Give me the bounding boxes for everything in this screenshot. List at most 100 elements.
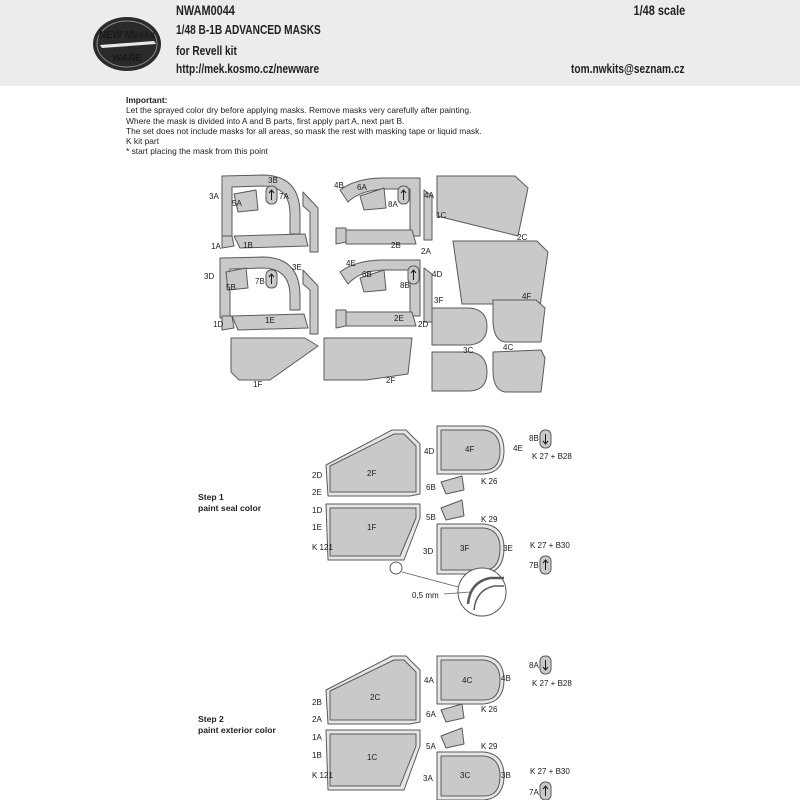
s2-k27b30: K 27 + B30 — [530, 767, 570, 776]
s1-label-1d: 1D — [312, 506, 322, 515]
label-2f: 2F — [386, 376, 395, 385]
label-4c: 4C — [503, 343, 513, 352]
step1-desc: paint seal color — [198, 503, 262, 513]
scale-label: 1/48 scale — [633, 2, 685, 18]
s1-label-4e: 4E — [513, 444, 523, 453]
mask-1c — [436, 175, 529, 237]
label-3f: 3F — [434, 296, 443, 305]
mask-2a — [335, 227, 347, 245]
s1-label-6b: 6B — [426, 483, 436, 492]
label-8a: 8A — [388, 200, 398, 209]
mask-4f — [492, 299, 546, 343]
s2-label-4a: 4A — [424, 676, 434, 685]
s1-label-4f: 4F — [465, 445, 474, 454]
label-3d: 3D — [204, 272, 214, 281]
step2-6a — [440, 703, 465, 723]
new-ware-logo: NEW Masks WARE — [93, 17, 161, 71]
email-link[interactable]: tom.nwkits@seznam.cz — [571, 61, 685, 76]
s1-k27b30: K 27 + B30 — [530, 541, 570, 550]
mask-2d — [345, 311, 417, 327]
s1-k27b28: K 27 + B28 — [532, 452, 572, 461]
s1-label-3f: 3F — [460, 544, 469, 553]
mask-4d-frame — [423, 267, 433, 323]
instructions: Important: Let the sprayed color dry bef… — [126, 95, 482, 157]
label-2d: 2D — [418, 320, 428, 329]
label-1f: 1F — [253, 380, 262, 389]
s1-gap-label: 0,5 mm — [412, 591, 439, 600]
s2-label-4c: 4C — [462, 676, 472, 685]
s2-label-7a: 7A — [529, 788, 539, 797]
s1-label-3d: 3D — [423, 547, 433, 556]
label-1a: 1A — [211, 242, 221, 251]
step1-title: Step 1 — [198, 492, 224, 502]
s2-k27b28: K 27 + B28 — [532, 679, 572, 688]
instruction-line: The set does not include masks for all a… — [126, 125, 482, 136]
s2-label-6a: 6A — [426, 710, 436, 719]
logo-bottom-text: WARE — [112, 53, 142, 64]
label-8b: 8B — [400, 281, 410, 290]
step1-2f-inner — [329, 433, 417, 493]
mask-6a — [359, 187, 387, 211]
s1-label-5b: 5B — [426, 513, 436, 522]
product-subtitle: for Revell kit — [176, 43, 237, 58]
mask-2c — [452, 240, 549, 307]
step1-4f-inner — [440, 429, 501, 471]
step2-title: Step 2 — [198, 714, 224, 724]
label-6b: 6B — [362, 270, 372, 279]
s1-k26: K 26 — [481, 477, 498, 486]
s2-label-1a: 1A — [312, 733, 322, 742]
s2-label-8a: 8A — [529, 661, 539, 670]
instruction-line: K kit part — [126, 136, 160, 147]
s2-label-5a: 5A — [426, 742, 436, 751]
label-3c: 3C — [463, 346, 473, 355]
mask-6b — [359, 269, 387, 293]
label-5b: 5B — [226, 283, 236, 292]
s1-label-2d: 2D — [312, 471, 322, 480]
s1-k29: K 29 — [481, 515, 498, 524]
website-link[interactable]: http://mek.kosmo.cz/newware — [176, 61, 320, 76]
mask-1b — [233, 233, 309, 249]
s2-k29: K 29 — [481, 742, 498, 751]
instruction-line: * start placing the mask from this point — [126, 146, 268, 157]
step2-label: Step 2 paint exterior color — [198, 714, 276, 736]
logo-top-text: NEW Masks — [99, 30, 156, 41]
s1-label-8b: 8B — [529, 434, 539, 443]
label-4d: 4D — [432, 270, 442, 279]
s2-label-1c: 1C — [367, 753, 377, 762]
s1-label-4d: 4D — [424, 447, 434, 456]
step2-5a — [440, 727, 465, 749]
s1-label-1f: 1F — [367, 523, 376, 532]
s1-label-2f: 2F — [367, 469, 376, 478]
label-6a: 6A — [357, 183, 367, 192]
product-title: 1/48 B-1B ADVANCED MASKS — [176, 22, 321, 37]
mask-2b — [345, 229, 417, 245]
label-4b: 4B — [334, 181, 344, 190]
mask-3d-frame — [219, 256, 301, 319]
s2-label-4b: 4B — [501, 674, 511, 683]
step2-2c-inner — [329, 659, 417, 721]
mask-3e-frame — [302, 269, 319, 335]
label-7a: 7A — [279, 192, 289, 201]
label-4e: 4E — [346, 259, 356, 268]
mask-1e — [231, 313, 309, 331]
s2-label-1b: 1B — [312, 751, 322, 760]
label-3b: 3B — [268, 176, 278, 185]
s2-k121: K 121 — [312, 771, 333, 780]
mask-2f — [323, 337, 413, 381]
s2-label-3a: 3A — [423, 774, 433, 783]
step2-4c-inner — [440, 659, 501, 701]
step1-5b — [440, 499, 465, 521]
mask-3b-frame — [302, 191, 319, 253]
mask-3a-frame — [221, 174, 301, 239]
mask-4c — [492, 349, 546, 393]
step2-3c-inner — [440, 755, 501, 797]
label-2a: 2A — [421, 247, 431, 256]
product-code: NWAM0044 — [176, 2, 235, 18]
label-3a: 3A — [209, 192, 219, 201]
step1-6b — [440, 475, 465, 495]
label-1d: 1D — [213, 320, 223, 329]
mask-3c — [431, 351, 488, 392]
label-4f: 4F — [522, 292, 531, 301]
step1-label: Step 1 paint seal color — [198, 492, 261, 514]
